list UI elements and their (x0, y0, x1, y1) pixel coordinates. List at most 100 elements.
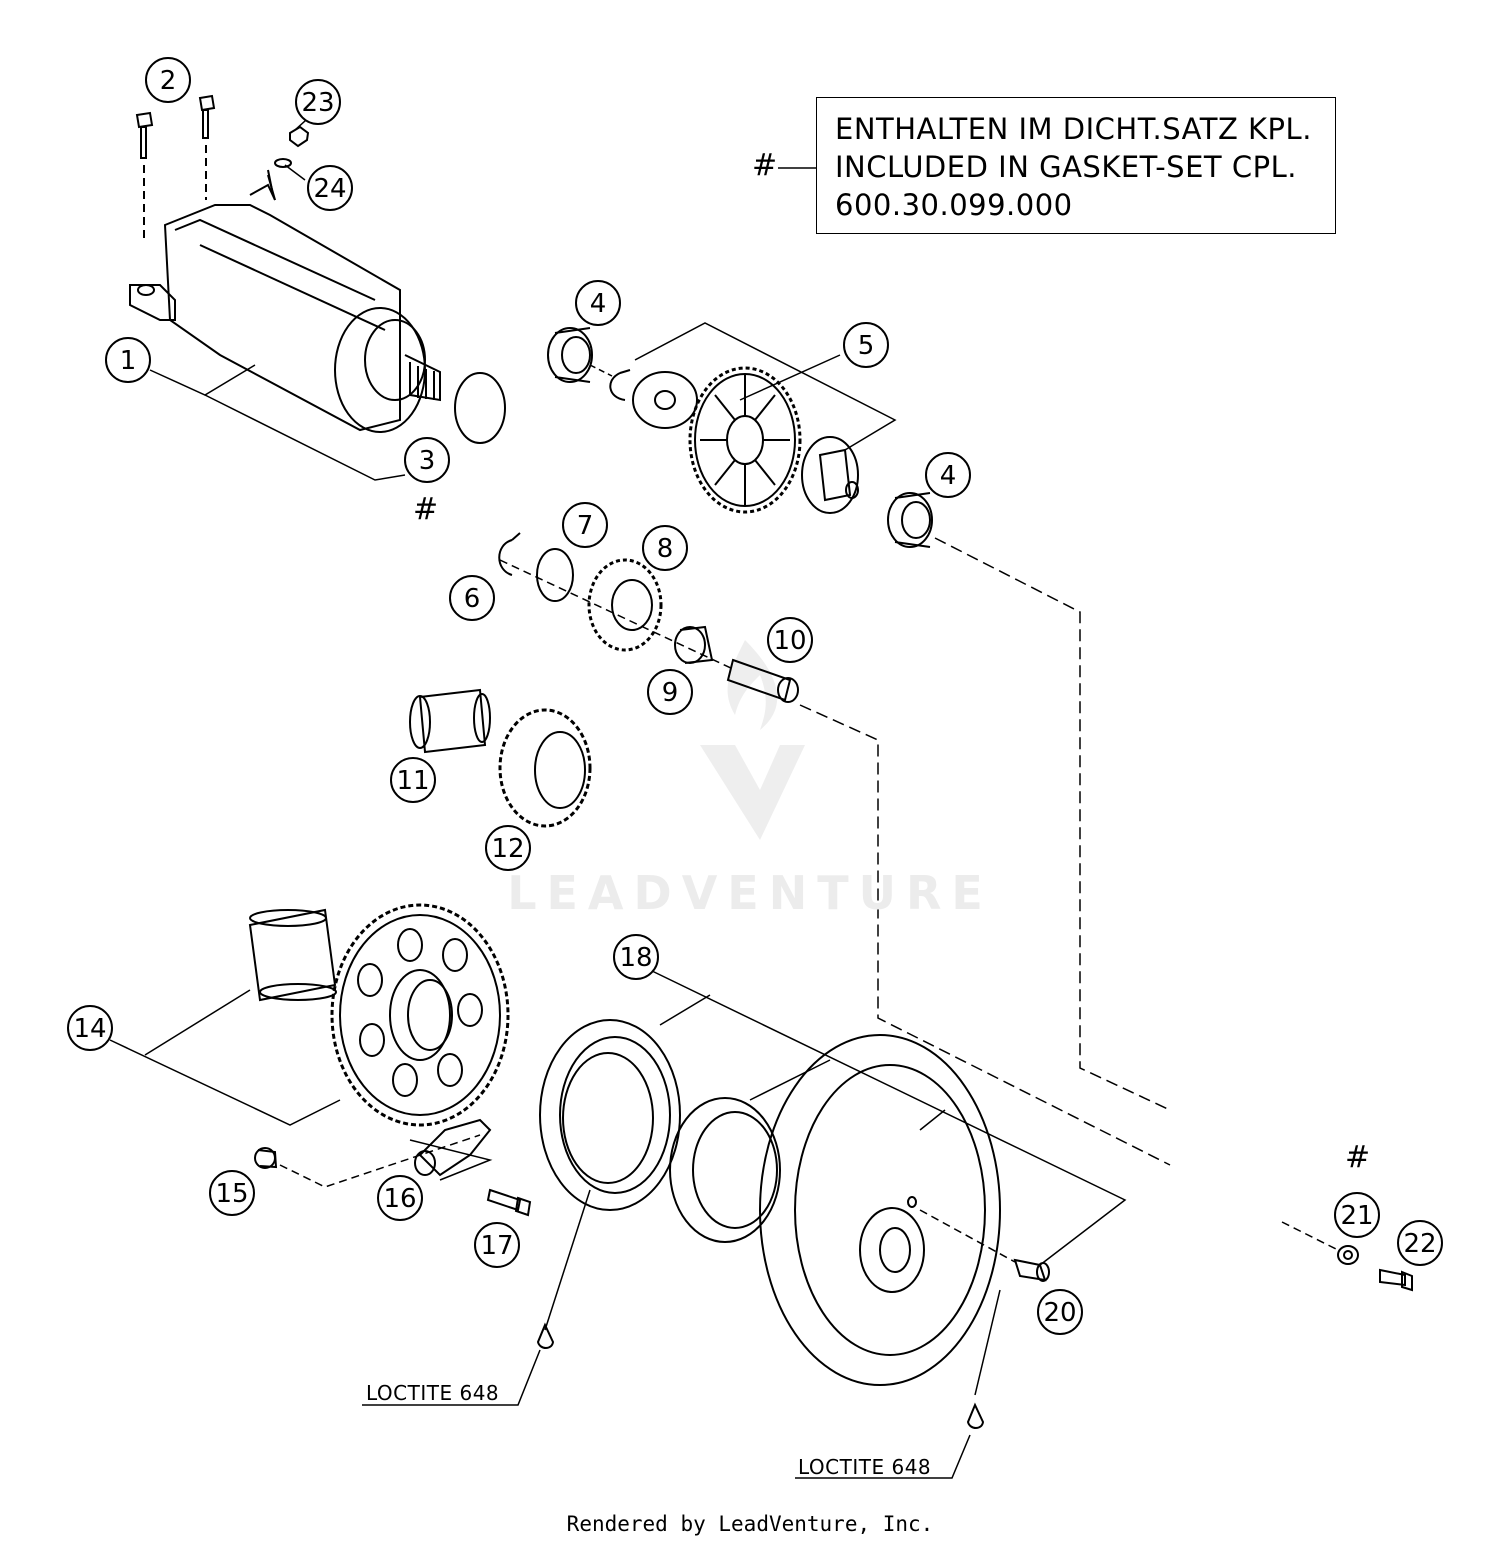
gear-14-large (330, 903, 510, 1127)
leader-lines-gear5 (589, 322, 897, 451)
callout-circle (647, 669, 693, 715)
callout-label: 8 (657, 534, 674, 564)
callout-circle (209, 1170, 255, 1216)
callout-c10: 10 (767, 617, 813, 663)
bolt-20 (1013, 1258, 1050, 1282)
callout-label: 1 (120, 346, 137, 376)
callout-circle (145, 57, 191, 103)
axis-line-gear8 (499, 559, 736, 671)
bolts (135, 94, 216, 240)
callout-label: 9 (662, 678, 679, 708)
callout-c2: 2 (145, 57, 191, 103)
callout-label: 15 (215, 1179, 248, 1209)
gear-8 (587, 558, 663, 652)
legend-hash-symbol: # (752, 148, 778, 183)
callout-label: 2 (160, 66, 177, 96)
callout-circle (925, 452, 971, 498)
callout-label: 21 (1340, 1201, 1373, 1231)
callout-circle (67, 1005, 113, 1051)
callout-circle (1397, 1220, 1443, 1266)
callout-circle (485, 825, 531, 871)
gasket-legend-box: ENTHALTEN IM DICHT.SATZ KPL. INCLUDED IN… (816, 97, 1336, 234)
callout-c20: 20 (1037, 1289, 1083, 1335)
callout-label: 10 (773, 626, 806, 656)
callout-circle (404, 437, 450, 483)
leader-lines-starter (149, 111, 406, 481)
loctite-label-left: LOCTITE 648 (366, 1381, 500, 1405)
callout-circle (377, 1175, 423, 1221)
starter-motor (129, 174, 441, 433)
callout-c23: 23 (295, 79, 341, 125)
callout-circle (613, 934, 659, 980)
callout-label: 23 (301, 88, 334, 118)
callout-c22: 22 (1397, 1220, 1443, 1266)
callout-label: 18 (619, 943, 652, 973)
render-credit: Rendered by LeadVenture, Inc. (566, 1512, 934, 1536)
callout-label: 24 (313, 174, 346, 204)
callout-c5: 5 (843, 322, 889, 368)
callout-circle (474, 1222, 520, 1268)
callout-c16: 16 (377, 1175, 423, 1221)
loctite-drop-icon (536, 1322, 985, 1429)
callout-c8: 8 (642, 525, 688, 571)
callout-label: 4 (590, 289, 607, 319)
legend-part-number: 600.30.099.000 (835, 188, 1073, 222)
callout-label: 11 (396, 766, 429, 796)
callout-label: 6 (464, 584, 481, 614)
gasket-mark-part3: # (413, 492, 439, 527)
freewheel-cage (669, 1097, 781, 1243)
callout-c15: 15 (209, 1170, 255, 1216)
shaft-10 (726, 658, 799, 703)
legend-line-german: ENTHALTEN IM DICHT.SATZ KPL. (835, 112, 1312, 146)
callout-c14: 14 (67, 1005, 113, 1051)
circlip-washer (609, 369, 698, 429)
callout-c11: 11 (390, 757, 436, 803)
callout-circle (843, 322, 889, 368)
callout-c4b: 4 (925, 452, 971, 498)
bearing-9 (674, 625, 714, 664)
callout-circle (105, 337, 151, 383)
callout-circle (1037, 1289, 1083, 1335)
callout-circle (575, 280, 621, 326)
needle-bearing-11 (409, 688, 491, 754)
callout-circle (767, 617, 813, 663)
lever-16 (414, 1118, 492, 1177)
callout-circle (1334, 1192, 1380, 1238)
rotor-flywheel (759, 1034, 1001, 1386)
callout-c9: 9 (647, 669, 693, 715)
needle-bearing-14 (248, 908, 337, 1002)
watermark-logo (700, 640, 805, 840)
leader-lines-rotor (544, 969, 1127, 1396)
callout-circle (449, 575, 495, 621)
leader-lines-15-17 (279, 1134, 493, 1188)
bushing-15 (254, 1147, 278, 1169)
loctite-label-right: LOCTITE 648 (798, 1455, 932, 1479)
bolt-22 (1379, 1268, 1413, 1292)
watermark-text: LEADVENTURE (507, 866, 993, 920)
callout-label: 17 (480, 1231, 513, 1261)
o-ring (454, 372, 506, 444)
callout-c3: 3 (404, 437, 450, 483)
callout-c6: 6 (449, 575, 495, 621)
callout-label: 22 (1403, 1229, 1436, 1259)
callout-label: 12 (491, 834, 524, 864)
axis-line-21-22 (1281, 1221, 1339, 1251)
gasket-mark-part21: # (1345, 1140, 1371, 1175)
callout-label: 3 (419, 446, 436, 476)
gear-12 (498, 708, 592, 828)
callout-c1: 1 (105, 337, 151, 383)
callout-circle (642, 525, 688, 571)
bearing-top (547, 327, 593, 383)
callout-label: 5 (858, 331, 875, 361)
bearing-right (887, 492, 933, 548)
callout-c17: 17 (474, 1222, 520, 1268)
callout-c12: 12 (485, 825, 531, 871)
callout-circle (307, 165, 353, 211)
callout-c18: 18 (613, 934, 659, 980)
callout-circle (295, 79, 341, 125)
callout-c24: 24 (307, 165, 353, 211)
callout-label: 7 (577, 511, 594, 541)
callout-label: 14 (73, 1014, 106, 1044)
circlip-6 (498, 532, 521, 576)
